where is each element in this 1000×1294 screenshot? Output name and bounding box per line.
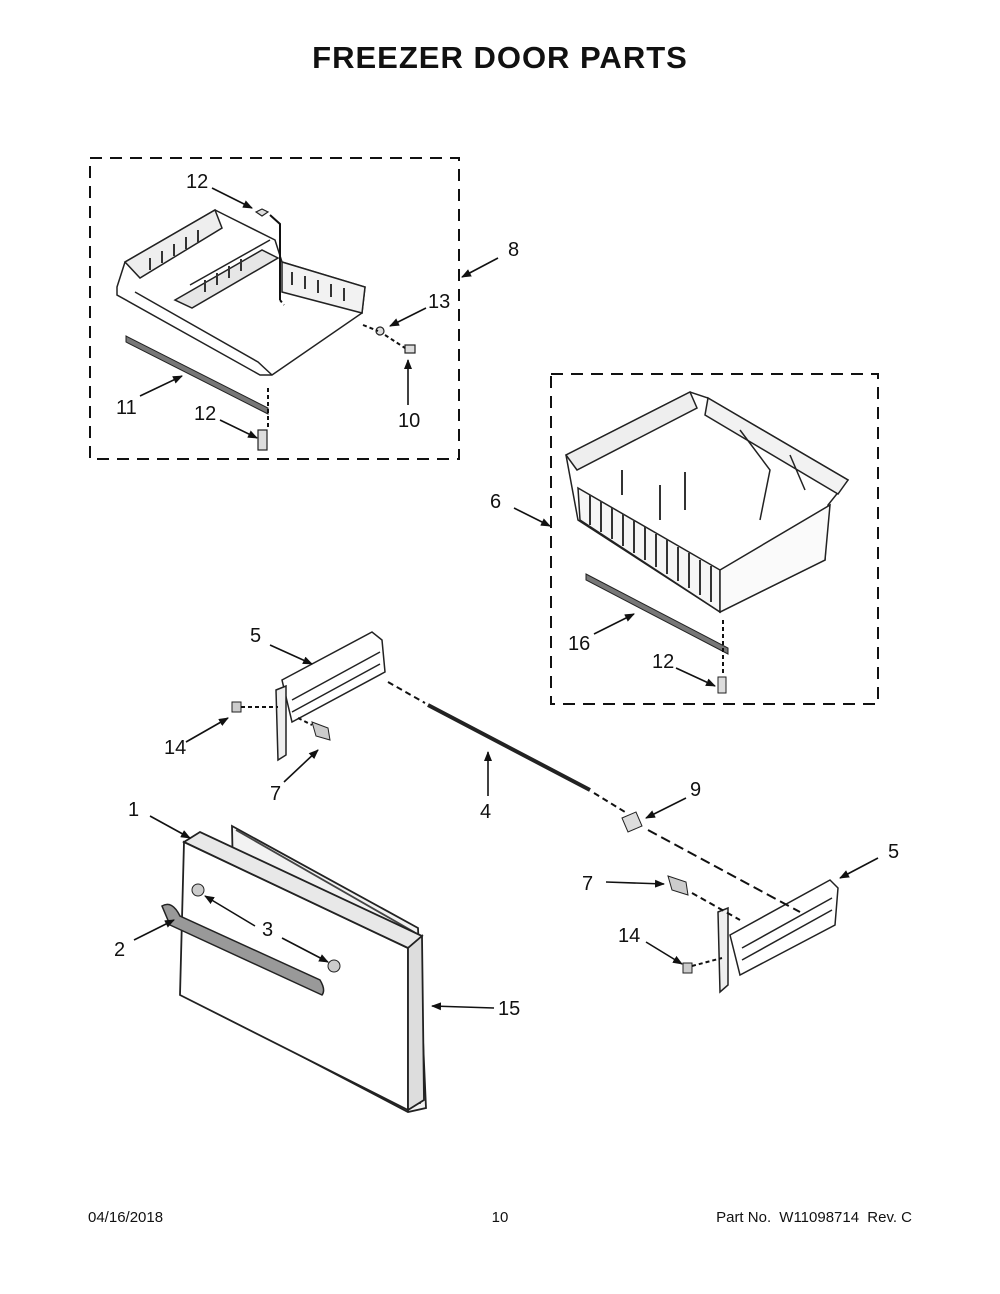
callout-labels: 12 8 13 10 11 12 6 16 12 5 14 7 4 9 1 2 …: [114, 171, 899, 1020]
callout-7: 7: [270, 783, 281, 805]
callout-9: 9: [690, 779, 701, 801]
callout-2: 2: [114, 939, 125, 961]
callout-13: 13: [428, 291, 450, 313]
callout-14: 14: [618, 925, 640, 947]
right-bumper: [682, 962, 693, 974]
upper-basket-slots: [149, 230, 345, 301]
callout-3: 3: [262, 919, 273, 941]
connecting-rod: [427, 703, 591, 792]
door-handle: [161, 903, 325, 996]
upper-basket-fasteners: [254, 208, 416, 451]
part-number: W11098714: [779, 1209, 860, 1226]
upper-basket-leader-lines: [267, 214, 406, 428]
callout-15: 15: [498, 998, 520, 1020]
upper-basket-group-box: [89, 157, 460, 460]
callout-12: 12: [194, 403, 216, 425]
callout-14: 14: [164, 737, 186, 759]
footer-page-number: 10: [491, 1209, 509, 1226]
callout-12: 12: [186, 171, 208, 193]
callout-1: 1: [128, 799, 139, 821]
footer-part-info: Part No. W11098714 Rev. C: [712, 1209, 912, 1226]
callout-arrows: [133, 187, 879, 1011]
page-title: FREEZER DOOR PARTS: [312, 40, 688, 75]
lower-basket-ribs: [589, 470, 712, 602]
freezer-door: [179, 824, 427, 1113]
rod-end-cap: [621, 811, 643, 833]
revision: Rev. C: [867, 1209, 912, 1226]
left-slide-rail: [275, 631, 386, 762]
right-slide-rail: [717, 879, 839, 994]
lower-basket: [564, 390, 850, 614]
callout-11: 11: [116, 397, 137, 419]
lower-basket-group-box: [550, 373, 879, 705]
callout-6: 6: [490, 491, 501, 513]
callout-5: 5: [888, 841, 899, 863]
left-rail-screw: [311, 721, 331, 741]
upper-basket-trim-strip: [125, 335, 269, 415]
callout-10: 10: [398, 410, 420, 432]
handle-fastener-bottom: [327, 959, 341, 973]
left-bumper: [231, 701, 242, 713]
lower-basket-trim-strip: [585, 573, 729, 655]
callout-7: 7: [582, 873, 593, 895]
callout-12: 12: [652, 651, 674, 673]
callout-8: 8: [508, 239, 519, 261]
callout-4: 4: [480, 801, 491, 823]
callout-16: 16: [568, 633, 590, 655]
callout-5: 5: [250, 625, 261, 647]
part-number-label: Part No.: [716, 1209, 772, 1226]
right-rail-screw: [667, 875, 689, 896]
lower-basket-screw: [717, 676, 727, 694]
footer-date: 04/16/2018: [88, 1209, 164, 1226]
handle-fastener-top: [191, 883, 205, 897]
